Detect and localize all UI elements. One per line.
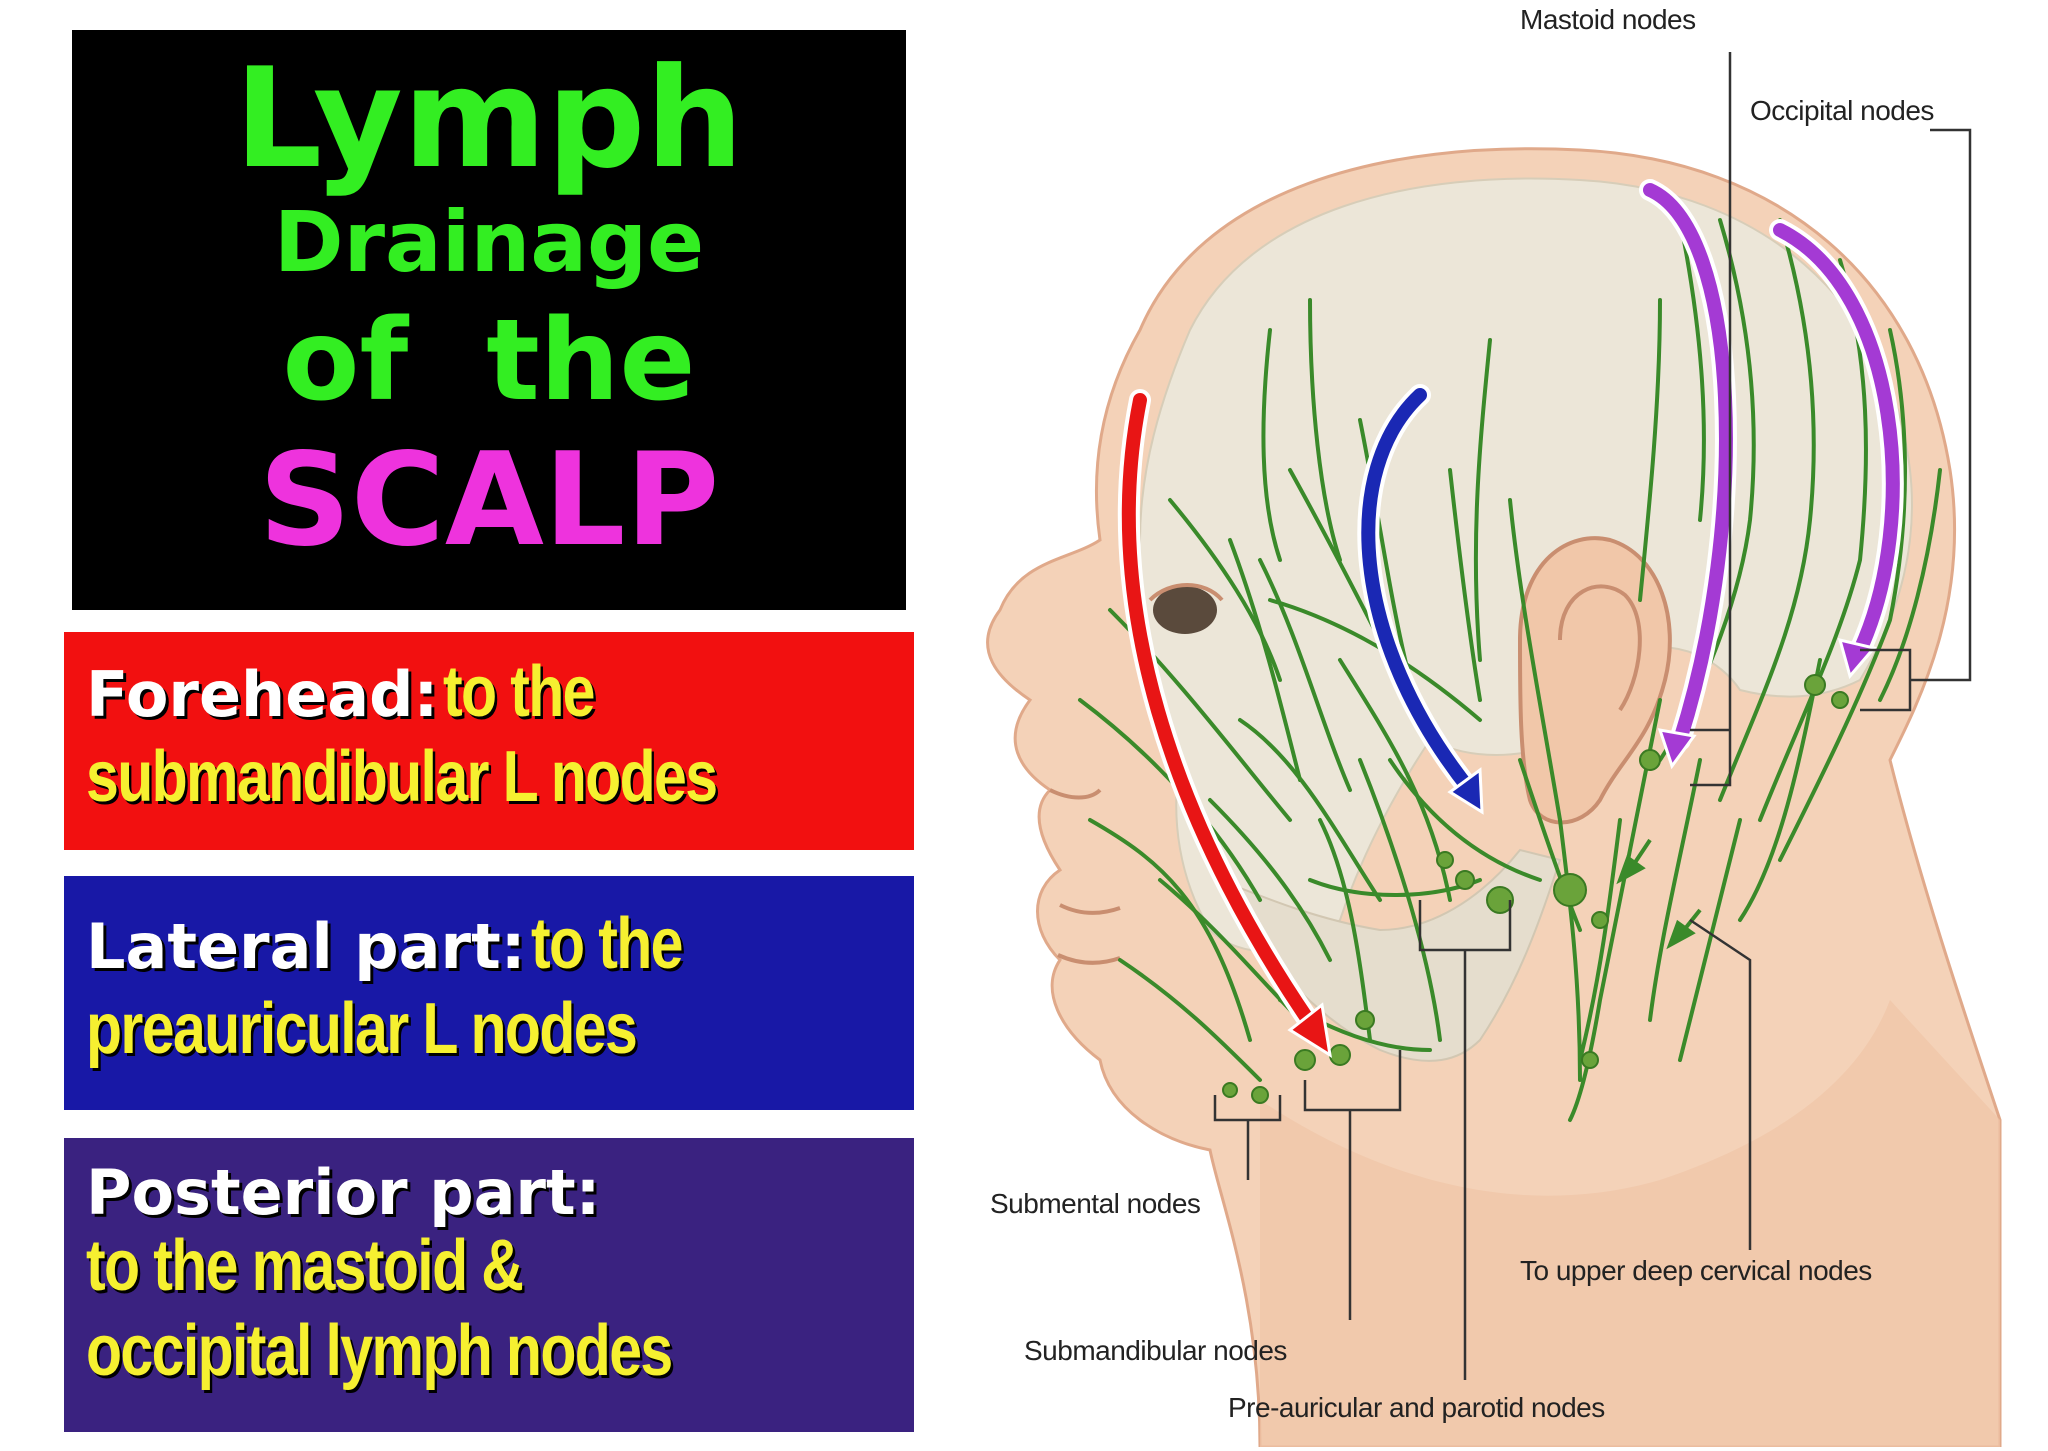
forehead-lead: Forehead: — [86, 658, 439, 731]
ear-inner — [1558, 584, 1642, 712]
label-mastoid-nodes: Mastoid nodes — [1520, 4, 1696, 35]
posterior-lead: Posterior part: — [86, 1156, 601, 1229]
lateral-box: Lateral part: to the preauricular L node… — [64, 876, 914, 1110]
lateral-text1: to the — [530, 904, 683, 984]
label-occipital-nodes: Occipital nodes — [1750, 95, 1934, 126]
posterior-box: Posterior part: to the mastoid & occipit… — [64, 1138, 914, 1432]
head-illustration — [986, 52, 2002, 1449]
leader-lines — [1213, 52, 1972, 1380]
forehead-text2: submandibular L nodes — [86, 736, 718, 817]
cervical-flow-arrows — [1616, 838, 1702, 950]
lips — [1057, 903, 1121, 965]
eye — [1153, 586, 1217, 634]
forehead-text1: to the — [443, 652, 595, 732]
lateral-arrow — [1357, 384, 1484, 815]
title-of-the: of the — [282, 296, 696, 426]
neck-shade — [1260, 1000, 2000, 1447]
title-drainage: Drainage — [273, 193, 705, 291]
head-diagram: Mastoid nodes Occipital nodes Submental … — [960, 0, 2048, 1449]
title-lymph: Lymph — [234, 38, 744, 199]
label-cervical-nodes: To upper deep cervical nodes — [1520, 1255, 1872, 1286]
mandible — [1217, 848, 1562, 1062]
label-preauricular-nodes: Pre-auricular and parotid nodes — [1228, 1392, 1605, 1423]
nostril — [1049, 788, 1102, 800]
lateral-lead: Lateral part: — [86, 910, 526, 983]
posterior-arrow-mastoid — [1639, 179, 1737, 770]
eyelid — [1148, 583, 1224, 602]
lymph-vessels — [1078, 218, 1942, 1122]
forehead-arrow — [1117, 389, 1333, 1059]
posterior-text2: occipital lymph nodes — [86, 1310, 673, 1391]
posterior-arrow-occipital — [1769, 219, 1904, 680]
forehead-box: Forehead: to the submandibular L nodes — [64, 632, 914, 850]
label-submandibular-nodes: Submandibular nodes — [1024, 1335, 1287, 1366]
label-submental-nodes: Submental nodes — [990, 1188, 1201, 1219]
title-panel: Lymph Drainage of the SCALP — [72, 30, 906, 610]
posterior-text1: to the mastoid & — [86, 1226, 524, 1306]
title-scalp: SCALP — [258, 426, 720, 575]
lateral-text2: preauricular L nodes — [86, 988, 638, 1069]
